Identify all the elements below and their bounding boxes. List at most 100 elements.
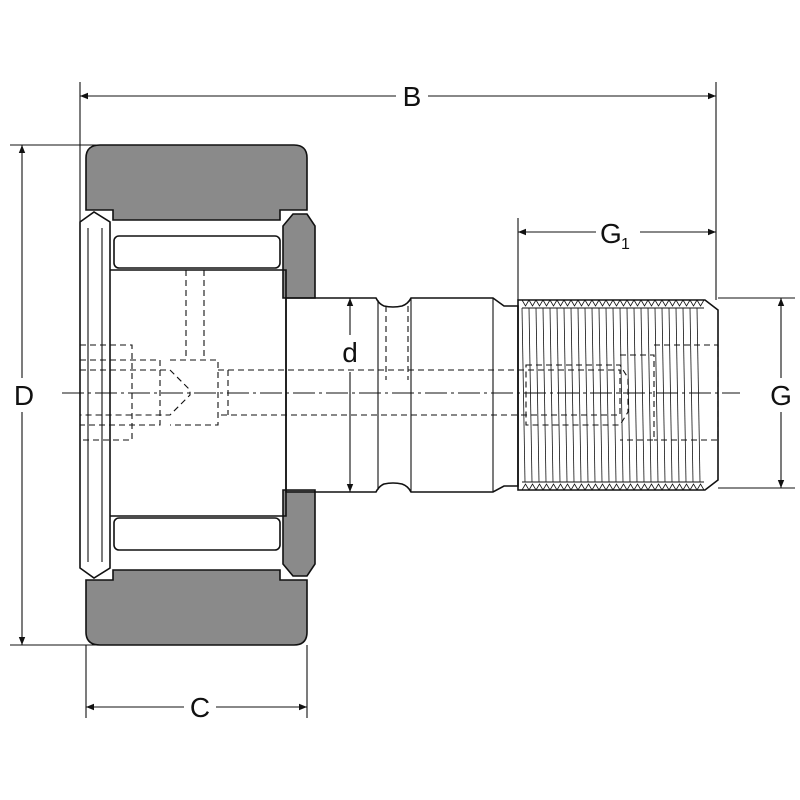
thread-line: [612, 307, 617, 483]
thread-tooth: [661, 299, 670, 307]
thread-tooth: [661, 483, 670, 491]
stud-shank: [285, 297, 519, 493]
thread-tooth: [640, 483, 649, 491]
thread-tooth: [605, 299, 614, 307]
thread-line: [626, 307, 631, 483]
thread-tooth: [668, 299, 677, 307]
thread-tooth: [682, 299, 691, 307]
thread-tooth: [689, 299, 698, 307]
left-washer: [79, 211, 111, 579]
thread-tooth: [619, 299, 628, 307]
thread-line: [696, 307, 701, 483]
label-G1: G: [600, 218, 622, 249]
thread-line: [584, 307, 589, 483]
thread-tooth: [626, 483, 635, 491]
thread-tooth: [647, 299, 656, 307]
thread-tooth: [542, 299, 551, 307]
thread-tooth: [682, 483, 691, 491]
thread-line: [598, 307, 603, 483]
thread-tooth: [598, 483, 607, 491]
thread-tooth: [556, 483, 565, 491]
thread-tooth: [563, 483, 572, 491]
thread-tooth: [528, 483, 537, 491]
label-B: B: [403, 81, 422, 112]
thread-line: [605, 307, 610, 483]
thread-tooth: [577, 299, 586, 307]
thread-tooth: [563, 299, 572, 307]
right-seal-top: [282, 213, 316, 299]
label-d: d: [342, 337, 358, 368]
thread-tooth: [598, 299, 607, 307]
thread-tooth: [647, 483, 656, 491]
thread-tooth: [675, 483, 684, 491]
thread-tooth: [612, 299, 621, 307]
thread-tooth: [696, 483, 705, 491]
label-G1-subscript: 1: [621, 236, 630, 253]
thread-tooth: [570, 299, 579, 307]
thread-tooth: [689, 483, 698, 491]
thread-tooth: [570, 483, 579, 491]
thread-line: [549, 307, 554, 483]
thread-line: [528, 307, 533, 483]
thread-tooth: [619, 483, 628, 491]
thread-tooth: [591, 299, 600, 307]
thread-line: [654, 307, 659, 483]
hidden-features: [80, 270, 719, 441]
thread-tooth: [640, 299, 649, 307]
thread-line: [647, 307, 652, 483]
thread-line: [535, 307, 540, 483]
thread-tooth: [633, 483, 642, 491]
label-D: D: [14, 380, 34, 411]
thread-tooth: [535, 299, 544, 307]
thread-tooth: [542, 483, 551, 491]
label-G: G: [770, 380, 792, 411]
thread-tooth: [549, 483, 558, 491]
side-washers: [79, 211, 316, 579]
outer-ring-top: [85, 144, 308, 221]
thread-line: [591, 307, 596, 483]
thread-line: [682, 307, 687, 483]
thread-tooth: [577, 483, 586, 491]
thread-tooth: [696, 299, 705, 307]
thread-tooth: [654, 483, 663, 491]
thread-line: [640, 307, 645, 483]
thread-tooth: [675, 299, 684, 307]
thread-line: [542, 307, 547, 483]
right-seal-bottom: [282, 489, 316, 577]
thread-line: [570, 307, 575, 483]
thread-tooth: [605, 483, 614, 491]
thread-tooth: [521, 299, 530, 307]
outer-ring-bottom: [85, 569, 308, 646]
thread-tooth: [584, 299, 593, 307]
thread-line: [563, 307, 568, 483]
thread-line: [661, 307, 666, 483]
thread-tooth: [528, 299, 537, 307]
thread-line: [619, 307, 624, 483]
thread-tooth: [668, 483, 677, 491]
thread-line: [577, 307, 582, 483]
thread-tooth: [591, 483, 600, 491]
thread-tooth: [521, 483, 530, 491]
thread-tooth: [626, 299, 635, 307]
thread-line: [521, 307, 526, 483]
thread-section: [517, 299, 719, 491]
thread-tooth: [549, 299, 558, 307]
thread-line: [689, 307, 694, 483]
thread-tooth: [633, 299, 642, 307]
dimension-lines: [18, 92, 785, 711]
thread-tooth: [556, 299, 565, 307]
roller-bottom: [113, 517, 281, 551]
thread-tooth: [654, 299, 663, 307]
label-C: C: [190, 692, 210, 723]
thread-line: [675, 307, 680, 483]
thread-line: [668, 307, 673, 483]
thread-tooth: [584, 483, 593, 491]
thread-line: [556, 307, 561, 483]
roller-top: [113, 235, 281, 269]
thread-lines: [521, 299, 705, 491]
thread-tooth: [612, 483, 621, 491]
thread-tooth: [535, 483, 544, 491]
outer-ring: [85, 144, 308, 646]
thread-line: [633, 307, 638, 483]
